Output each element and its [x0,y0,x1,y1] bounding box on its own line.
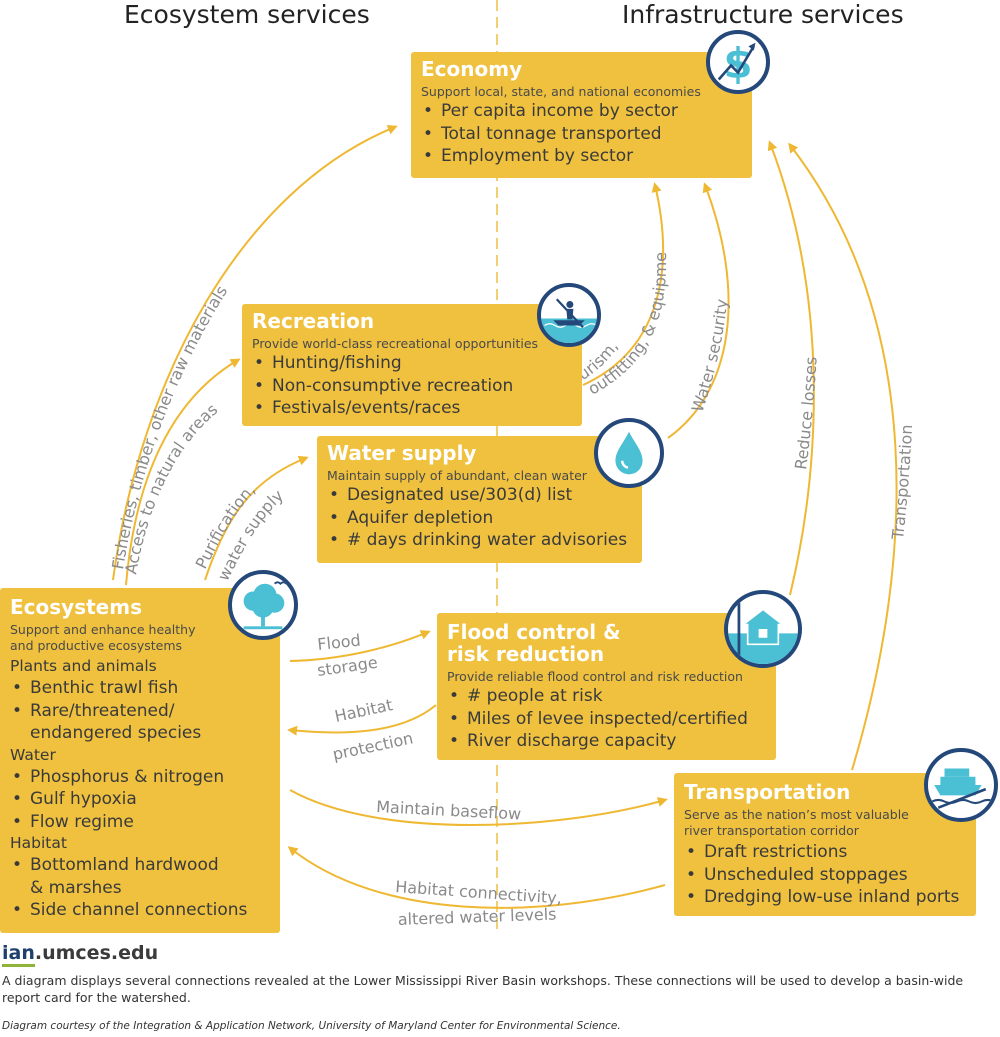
header-infrastructure-services: Infrastructure services [622,0,904,29]
ian-logo[interactable]: ian.umces.edu [2,942,159,967]
flow-label-water-levels: altered water levels [397,904,556,929]
flood-control-box: Flood control & risk reduction Provide r… [437,613,776,760]
recreation-subtitle: Provide world-class recreational opportu… [252,336,539,351]
flow-label-water-security: Water security [688,298,732,414]
ecosystems-subtitle: Support and enhance healthy [10,622,196,637]
economy-box: Economy Support local, state, and nation… [411,52,752,178]
flood-title: Flood control & [447,620,621,644]
transportation-item: Draft restrictions [684,841,966,864]
transportation-item: Dredging low-use inland ports [684,886,966,909]
header-ecosystem-services: Ecosystem services [124,0,370,29]
tree-icon [228,570,298,640]
water-supply-box: Water supply Maintain supply of abundant… [317,436,642,563]
ecosystems-group-heading: Water [10,745,56,764]
arrow-ecosystems-to-economy [112,125,398,581]
arrow-ecosystems-to-recreation [125,358,241,586]
transportation-subtitle: river transportation corridor [684,823,859,838]
economy-title: Economy [421,57,523,81]
caption: A diagram displays several connections r… [2,973,964,1005]
recreation-title: Recreation [252,309,375,333]
ecosystems-item: Side channel connections [10,899,270,922]
ecosystems-item-continued: endangered species [30,723,202,743]
flow-label-storage: storage [316,653,379,680]
flow-label-flood: Flood [316,631,361,654]
water-drop-icon [594,418,664,488]
recreation-item: Non-consumptive recreation [252,375,572,398]
flow-label-connectivity: Habitat connectivity, [395,877,563,908]
logo-ian: ian [2,942,35,967]
recreation-item: Festivals/events/races [252,397,572,420]
ecosystems-item: Bottomland hardwood [10,854,270,877]
flood-subtitle: Provide reliable flood control and risk … [447,669,743,684]
ecosystems-item: Rare/threatened/ [10,700,270,723]
arrow-ecosystems-to-flood [289,630,431,662]
barge-icon [924,748,998,822]
flood-item: Miles of levee inspected/certified [447,708,766,731]
transportation-subtitle: Serve as the nation’s most valuable [684,807,909,822]
ecosystems-item-continued: & marshes [30,877,122,898]
water-supply-item: # days drinking water advisories [327,529,632,552]
transportation-title: Transportation [684,780,851,804]
dollar-growth-icon: $ [706,30,770,94]
economy-item: Per capita income by sector [421,100,742,123]
logo-domain: .umces.edu [34,942,159,964]
flood-item: River discharge capacity [447,730,766,753]
ecosystems-subtitle: and productive ecosystems [10,638,183,653]
ecosystems-item: Gulf hypoxia [10,788,270,811]
economy-item: Employment by sector [421,145,742,168]
flow-label-transportation: Transportation [888,424,916,541]
flow-label-baseflow: Maintain baseflow [376,797,522,824]
ecosystems-item: Benthic trawl fish [10,677,270,700]
arrow-ecosystems-to-transportation [289,789,668,826]
flow-label-habitat: Habitat [333,695,394,726]
water-supply-title: Water supply [327,441,477,465]
transportation-item: Unscheduled stoppages [684,864,966,887]
flood-item: # people at risk [447,685,766,708]
water-supply-subtitle: Maintain supply of abundant, clean water [327,468,587,483]
kayaker-icon [537,283,601,347]
water-supply-item: Aquifer depletion [327,507,632,530]
ecosystems-item: Phosphorus & nitrogen [10,766,270,789]
arrow-flood-to-ecosystems [287,704,437,736]
economy-item: Total tonnage transported [421,123,742,146]
arrow-recreation-to-economy [582,182,665,386]
arrow-flood-to-economy [767,140,815,596]
flooded-house-icon [724,590,802,668]
ecosystems-box: Ecosystems Support and enhance healthy a… [0,588,280,933]
credit: Diagram courtesy of the Integration & Ap… [2,1020,621,1032]
flow-label-protection: protection [331,728,415,764]
arrow-ecosystems-to-water-supply [204,455,309,581]
ecosystems-group-heading: Plants and animals [10,657,157,675]
water-supply-item: Designated use/303(d) list [327,484,632,507]
flood-title: risk reduction [447,642,605,666]
ecosystems-group-heading: Habitat [10,834,67,852]
arrow-transportation-to-economy [788,142,898,771]
arrow-water-supply-to-economy [667,182,730,439]
economy-subtitle: Support local, state, and national econo… [421,84,701,99]
ecosystems-item: Flow regime [10,811,270,834]
recreation-box: Recreation Provide world-class recreatio… [242,304,582,426]
ecosystems-title: Ecosystems [10,595,142,619]
flow-label-reduce-losses: Reduce losses [791,356,821,470]
svg-text:$: $ [723,39,752,88]
arrow-transportation-to-ecosystems [287,846,666,909]
recreation-item: Hunting/fishing [252,352,572,375]
